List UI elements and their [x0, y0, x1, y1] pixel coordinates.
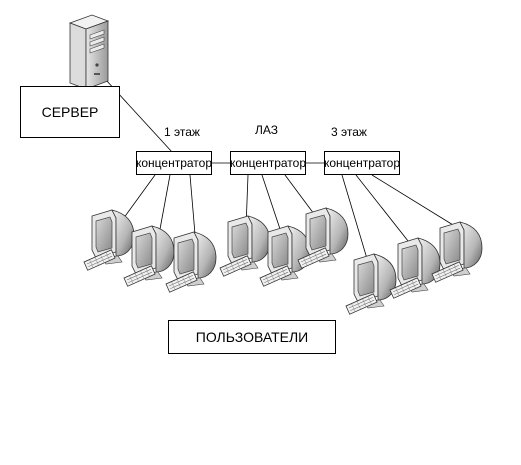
- server-label: СЕРВЕР: [20, 86, 120, 138]
- workstation-icon: [165, 231, 217, 293]
- workstation-icon: [389, 237, 441, 299]
- hub-box-1: концентратор: [136, 151, 212, 175]
- workstation-icon: [431, 221, 483, 283]
- workstations: [83, 207, 483, 315]
- floor-label-1: 1 этаж: [164, 125, 200, 139]
- hub-box-3: концентратор: [324, 151, 400, 175]
- workstation-icon: [219, 215, 271, 277]
- connection-lines: [105, 79, 459, 263]
- floor-label-3: 3 этаж: [331, 125, 367, 139]
- server-tower-icon: [68, 14, 110, 90]
- floor-label-2: ЛАЗ: [255, 123, 278, 137]
- hub-box-2: концентратор: [230, 151, 306, 175]
- workstation-icon: [345, 253, 397, 315]
- users-label: ПОЛЬЗОВАТЕЛИ: [168, 320, 336, 354]
- workstation-icon: [83, 209, 135, 271]
